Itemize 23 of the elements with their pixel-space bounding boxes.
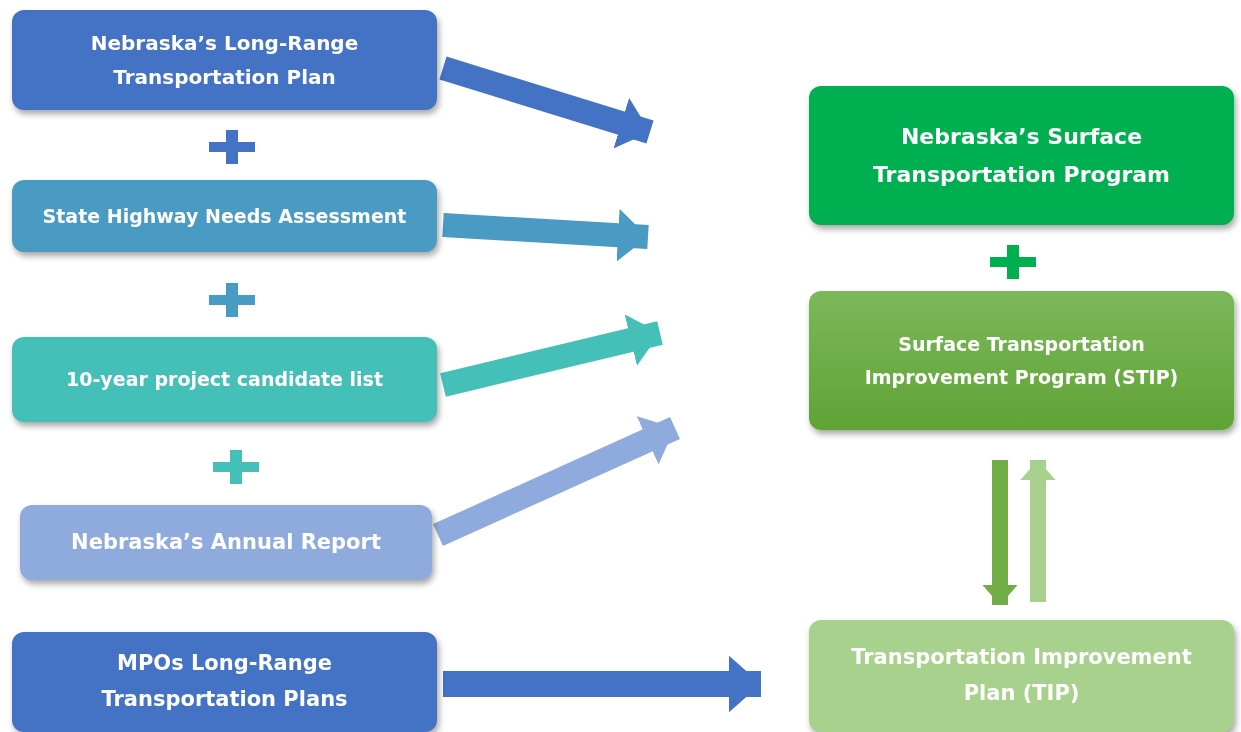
box-label: Surface Transportation Improvement Program (STIP) xyxy=(863,332,1180,390)
process-box xyxy=(12,337,437,422)
box-label: Nebraska’s Long-Range Transportation Plan xyxy=(89,30,360,91)
box-label: Nebraska’s Annual Report xyxy=(71,528,381,556)
block-arrow xyxy=(439,56,654,149)
block-arrow xyxy=(1020,460,1056,602)
box-label: 10-year project candidate list xyxy=(66,367,383,393)
block-arrow xyxy=(443,655,761,713)
box-label: Nebraska’s Surface Transportation Program xyxy=(871,123,1172,189)
process-box xyxy=(12,180,437,252)
box-label: Transportation Improvement Plan (TIP) xyxy=(850,644,1193,707)
block-arrow xyxy=(440,314,663,397)
process-box xyxy=(20,505,432,580)
block-arrow xyxy=(442,208,649,262)
box-label: MPOs Long-Range Transportation Plans xyxy=(100,650,349,713)
process-box xyxy=(12,10,437,110)
block-arrow xyxy=(982,460,1018,605)
process-box xyxy=(12,632,437,732)
process-box xyxy=(809,620,1234,732)
box-label: State Highway Needs Assessment xyxy=(42,203,407,229)
block-arrow xyxy=(433,416,680,546)
process-box xyxy=(809,86,1234,225)
process-box xyxy=(809,291,1234,430)
